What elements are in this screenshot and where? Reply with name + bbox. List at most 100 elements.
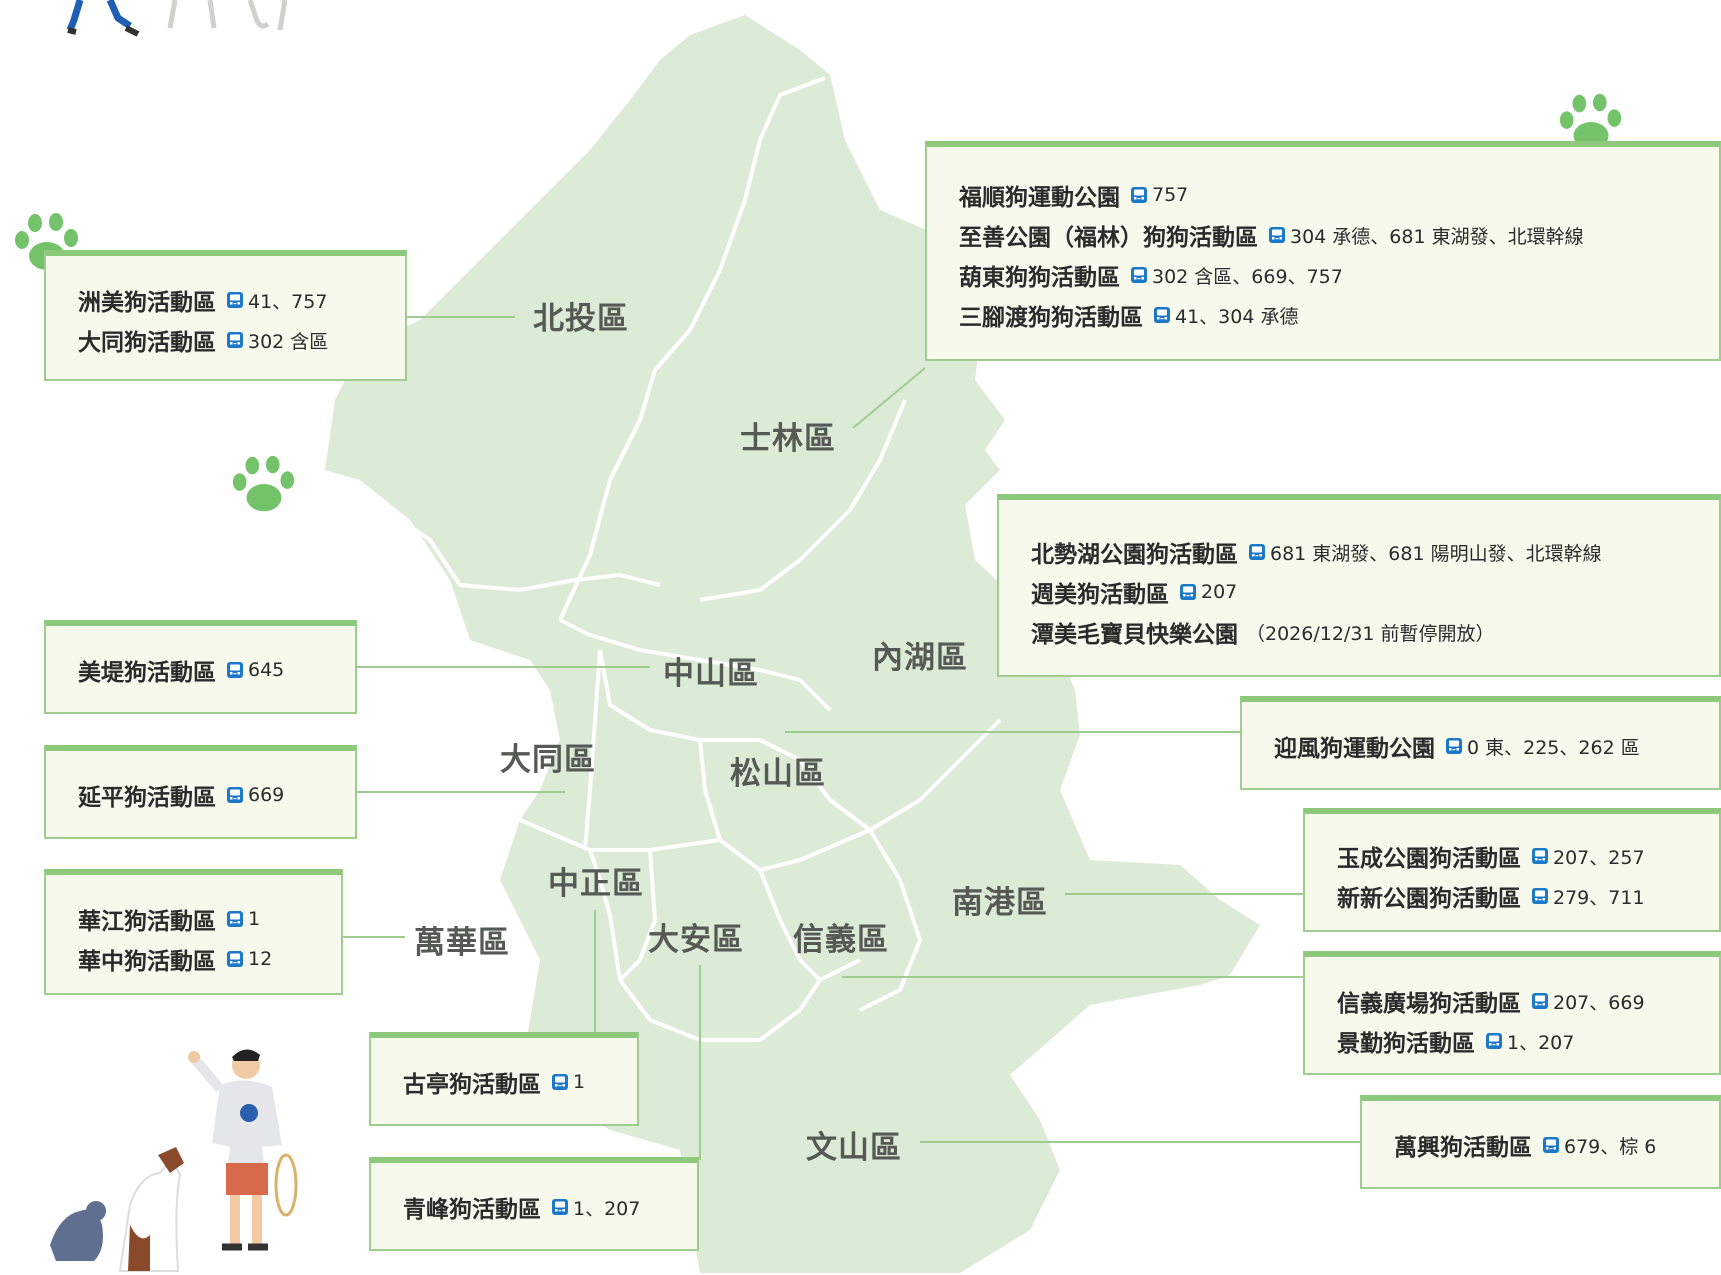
- park-name: 新新公園狗活動區: [1337, 886, 1521, 912]
- park-item: 潭美毛寶貝快樂公園 （2026/12/31 前暫停開放）: [1031, 612, 1695, 652]
- bus-icon: [552, 1199, 568, 1215]
- bus-routes: 41、757: [248, 290, 328, 313]
- park-name: 潭美毛寶貝快樂公園: [1031, 622, 1238, 648]
- bus-routes: 12: [248, 948, 273, 970]
- park-name: 北勢湖公園狗活動區: [1031, 542, 1238, 568]
- park-name: 信義廣場狗活動區: [1337, 991, 1521, 1017]
- park-box-wenshan: 萬興狗活動區 679、棕 6: [1360, 1095, 1721, 1189]
- district-label-xinyi: 信義區: [793, 922, 889, 958]
- district-borders: [324, 76, 1002, 1042]
- bus-routes: 757: [1152, 184, 1189, 206]
- bus-icon: [1532, 888, 1548, 904]
- bus-routes: 302 含區、669、757: [1152, 265, 1343, 288]
- paw-print-icon: [232, 455, 295, 512]
- park-name: 延平狗活動區: [78, 785, 216, 811]
- bus-icon: [1180, 584, 1196, 600]
- park-name: 三腳渡狗狗活動區: [959, 305, 1143, 331]
- bus-icon: [227, 292, 243, 308]
- bus-routes: 0 東、225、262 區: [1467, 736, 1640, 759]
- district-label-zhongzheng: 中正區: [548, 866, 644, 902]
- bus-icon: [227, 951, 243, 967]
- park-name: 週美狗活動區: [1031, 582, 1169, 608]
- park-box-nangang: 玉成公園狗活動區 207、257 新新公園狗活動區 279、711: [1303, 808, 1721, 932]
- park-item: 華中狗活動區 12: [78, 939, 317, 979]
- bus-icon: [227, 332, 243, 348]
- walker-and-dog-illustration: [66, 0, 288, 37]
- park-item: 福順狗運動公園 757: [959, 175, 1695, 215]
- park-item: 景勤狗活動區 1、207: [1337, 1021, 1695, 1061]
- person-with-dogs-illustration: [50, 1049, 298, 1272]
- park-name: 華江狗活動區: [78, 909, 216, 935]
- bus-routes: 302 含區: [248, 330, 329, 353]
- park-name: 古亭狗活動區: [403, 1072, 541, 1098]
- bus-routes: 1: [248, 908, 261, 930]
- district-label-zhongshan: 中山區: [663, 656, 759, 692]
- park-item: 玉成公園狗活動區 207、257: [1337, 836, 1695, 876]
- bus-routes: 279、711: [1553, 886, 1645, 909]
- park-name: 青峰狗活動區: [403, 1197, 541, 1223]
- bus-routes: 1: [573, 1071, 586, 1093]
- bus-icon: [1532, 848, 1548, 864]
- park-item: 萬興狗活動區 679、棕 6: [1394, 1125, 1695, 1165]
- bus-icon: [1154, 307, 1170, 323]
- district-label-nangang: 南港區: [952, 885, 1048, 921]
- bus-routes: 207、669: [1553, 991, 1645, 1014]
- bus-icon: [1269, 227, 1285, 243]
- park-name: 至善公園（福林）狗狗活動區: [959, 225, 1258, 251]
- bus-routes: 679、棕 6: [1564, 1135, 1657, 1158]
- park-name: 大同狗活動區: [78, 330, 216, 356]
- bus-icon: [1532, 993, 1548, 1009]
- park-item: 青峰狗活動區 1、207: [403, 1187, 673, 1227]
- bus-routes: 1、207: [573, 1197, 641, 1220]
- taipei-city-land: [325, 15, 1260, 1273]
- park-name: 玉成公園狗活動區: [1337, 846, 1521, 872]
- park-name: 華中狗活動區: [78, 949, 216, 975]
- bus-routes: 207: [1201, 581, 1238, 603]
- park-box-daan: 青峰狗活動區 1、207: [369, 1157, 699, 1251]
- park-box-datong: 延平狗活動區 669: [44, 745, 357, 839]
- park-box-zhongzheng: 古亭狗活動區 1: [369, 1032, 639, 1126]
- park-name: 美堤狗活動區: [78, 660, 216, 686]
- district-label-wanhua: 萬華區: [414, 925, 510, 961]
- park-item: 華江狗活動區 1: [78, 899, 317, 939]
- district-label-neihu: 內湖區: [872, 640, 968, 676]
- bus-routes: 669: [248, 784, 285, 806]
- bus-icon: [227, 787, 243, 803]
- park-item: 三腳渡狗狗活動區 41、304 承德: [959, 295, 1695, 335]
- park-name: 福順狗運動公園: [959, 185, 1120, 211]
- park-name: 景勤狗活動區: [1337, 1031, 1475, 1057]
- park-name: 萬興狗活動區: [1394, 1135, 1532, 1161]
- park-item: 延平狗活動區 669: [78, 775, 331, 815]
- bus-icon: [1249, 544, 1265, 560]
- district-label-beitou: 北投區: [533, 301, 629, 337]
- bus-icon: [1486, 1033, 1502, 1049]
- bus-icon: [1543, 1137, 1559, 1153]
- park-item: 古亭狗活動區 1: [403, 1062, 613, 1102]
- district-label-shilin: 士林區: [740, 421, 836, 457]
- bus-routes: 207、257: [1553, 846, 1645, 869]
- park-box-wanhua: 華江狗活動區 1 華中狗活動區 12: [44, 869, 343, 995]
- district-label-daan: 大安區: [648, 922, 744, 958]
- bus-icon: [227, 662, 243, 678]
- park-item: 大同狗活動區 302 含區: [78, 320, 381, 360]
- park-item: 週美狗活動區 207: [1031, 572, 1695, 612]
- bus-icon: [1131, 267, 1147, 283]
- district-label-songshan: 松山區: [730, 756, 826, 792]
- park-box-xinyi: 信義廣場狗活動區 207、669 景勤狗活動區 1、207: [1303, 951, 1721, 1075]
- bus-routes: 41、304 承德: [1175, 305, 1299, 328]
- district-label-wenshan: 文山區: [806, 1130, 902, 1166]
- park-status-note: （2026/12/31 前暫停開放）: [1246, 622, 1495, 645]
- bus-routes: 1、207: [1507, 1031, 1575, 1054]
